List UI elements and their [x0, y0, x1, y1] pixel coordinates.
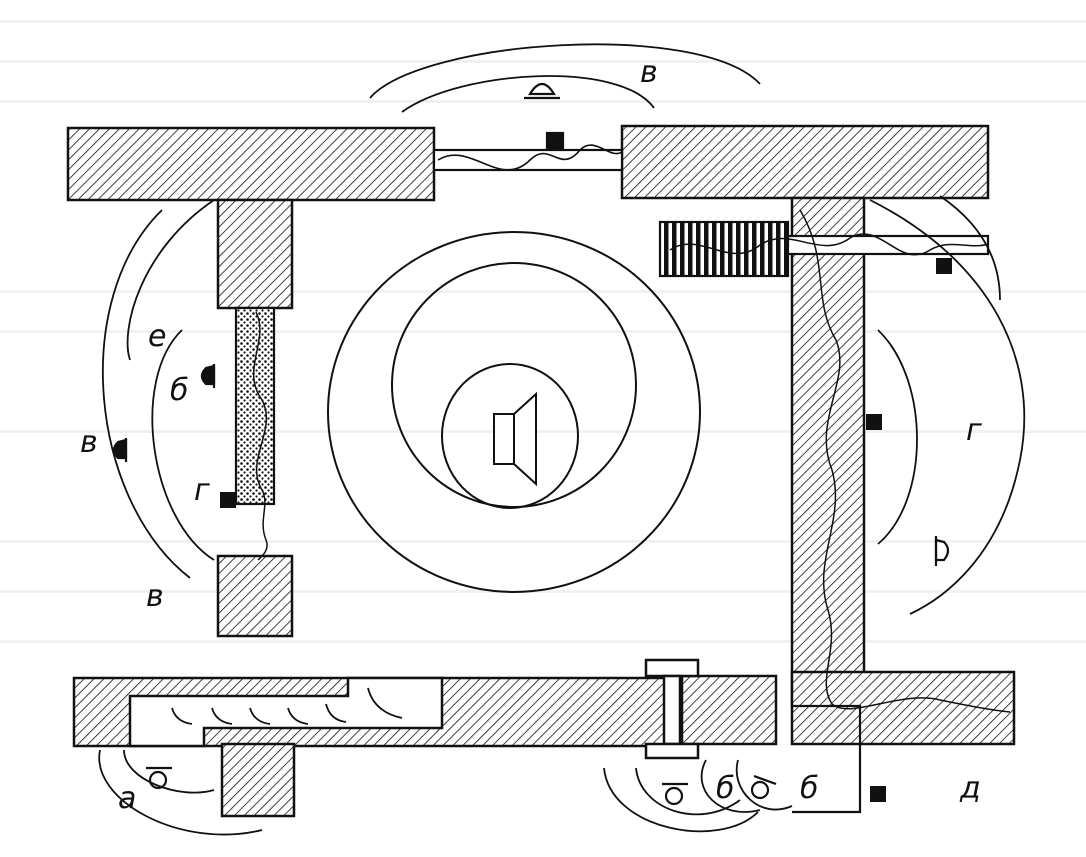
wall-left-block	[216, 554, 294, 638]
loudspeaker-icon	[493, 391, 537, 487]
wall-bottom-mid	[680, 674, 778, 746]
striped-absorber	[658, 220, 790, 278]
porous-partition	[234, 306, 276, 506]
sensor-right-wall	[866, 414, 882, 430]
source-waves	[327, 231, 701, 593]
horizontal-pipe	[786, 234, 990, 256]
wall-vibration	[799, 209, 1011, 713]
sensor-pipe	[936, 258, 952, 274]
wall-top-left-stem	[216, 198, 294, 310]
door-opening	[792, 704, 862, 814]
label-v-top: в	[640, 55, 658, 90]
label-g-left: г	[194, 473, 210, 508]
label-e-left: е	[148, 319, 166, 354]
wall-right-vertical	[790, 196, 866, 708]
label-b-bottom-1: б	[716, 771, 735, 806]
pipe-through-wall	[644, 658, 700, 760]
outer-arcs	[98, 43, 1026, 836]
partition-vibration	[252, 311, 268, 561]
label-v-lower-left: в	[146, 579, 164, 614]
label-b-bottom-2: б	[800, 771, 819, 806]
label-g-right: г	[966, 413, 982, 448]
label-a: а	[118, 781, 136, 816]
duct	[128, 676, 444, 748]
wall-top-left	[66, 126, 436, 202]
wall-top-right	[620, 124, 990, 200]
background-bleed	[0, 20, 1086, 643]
pipe-vibration	[669, 233, 989, 256]
label-d: д	[959, 771, 981, 806]
microphone-icon	[112, 82, 950, 806]
letter-labels: в е б в г в г а б б д	[80, 55, 982, 816]
label-v-left: в	[80, 425, 98, 460]
wall-bottom-left-stem	[220, 742, 296, 818]
sensor-bottom-right	[870, 786, 886, 802]
top-window	[432, 131, 624, 172]
sensor-top-window	[545, 131, 565, 151]
label-b-left: б	[170, 373, 189, 408]
wall-bottom-right	[790, 670, 1016, 746]
sensor-partition	[220, 492, 236, 508]
